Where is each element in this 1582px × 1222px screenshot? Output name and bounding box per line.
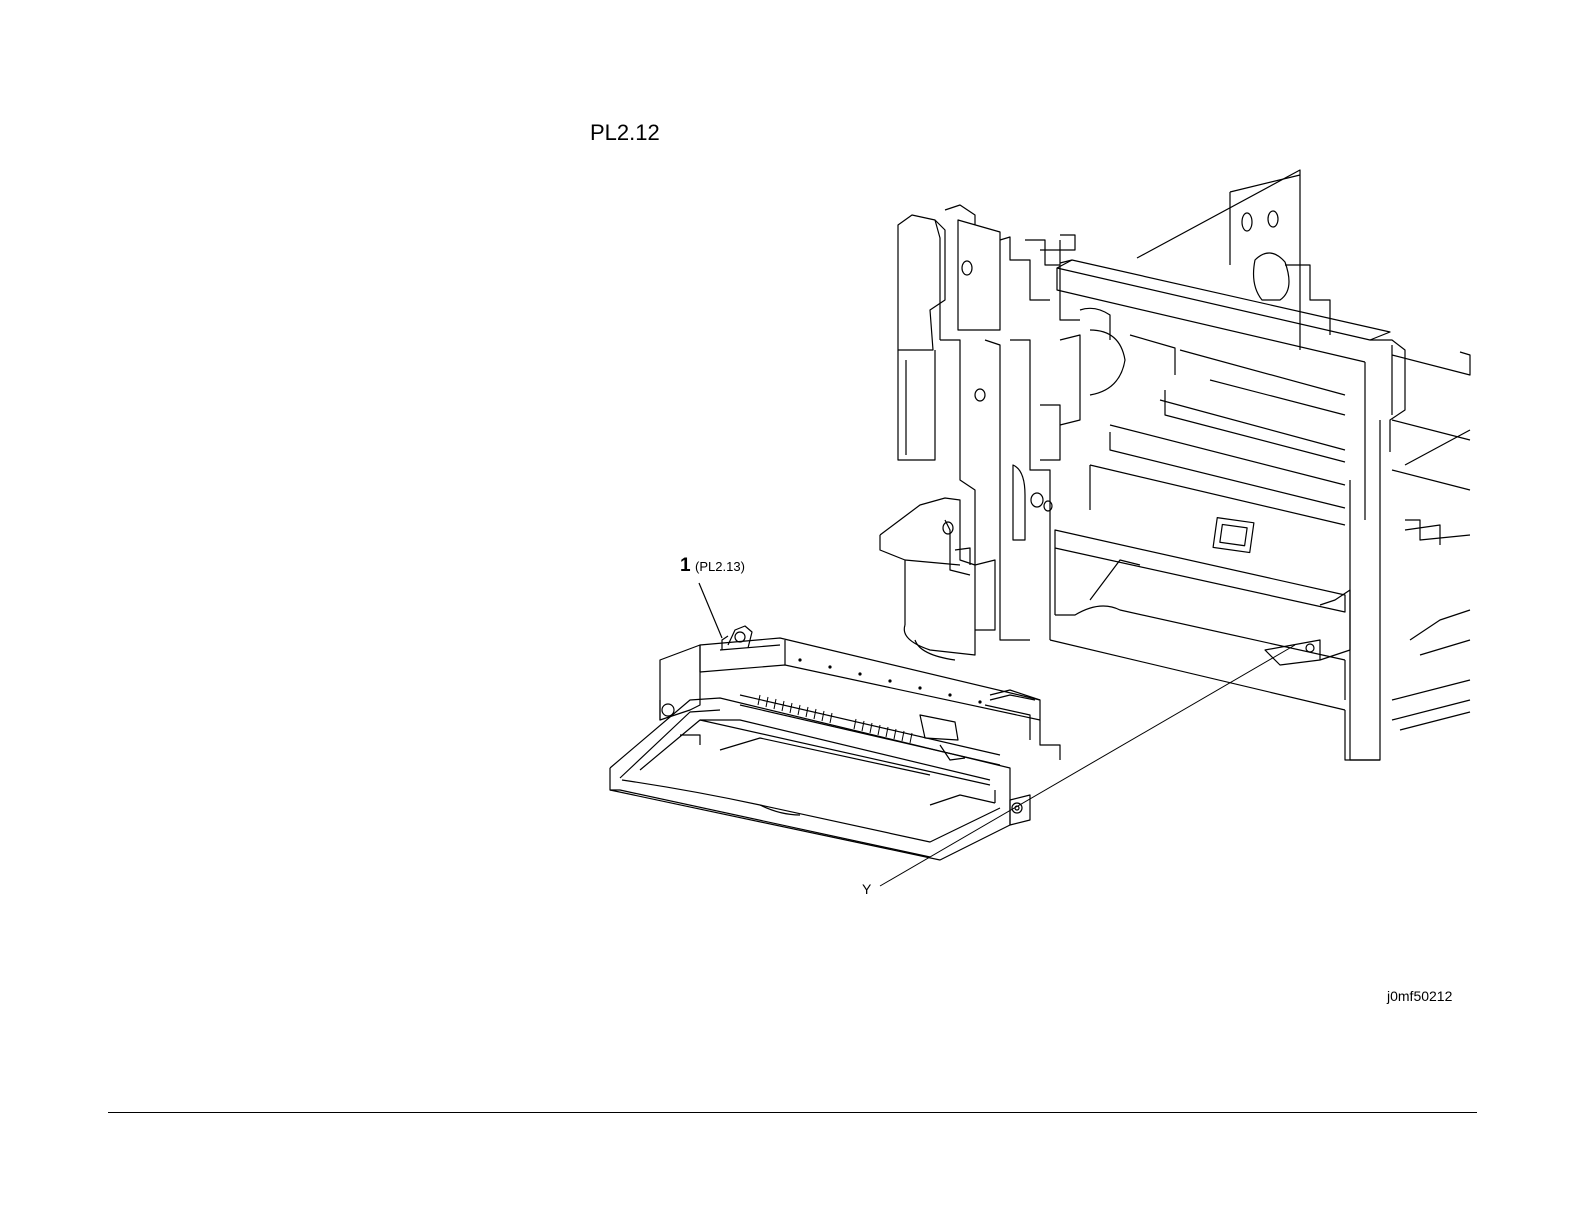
alignment-line — [880, 645, 1295, 886]
axis-marker-y: Y — [862, 881, 871, 897]
callout-reference: (PL2.13) — [695, 559, 745, 574]
footer-divider — [108, 1112, 1477, 1113]
figure-id: j0mf50212 — [1387, 988, 1452, 1004]
callout-number: 1 — [680, 555, 691, 576]
printer-frame — [880, 170, 1470, 760]
duplex-tray-assembly — [610, 626, 1060, 860]
callout-1: 1 (PL2.13) — [680, 555, 745, 577]
callout-leader-line — [699, 583, 722, 638]
